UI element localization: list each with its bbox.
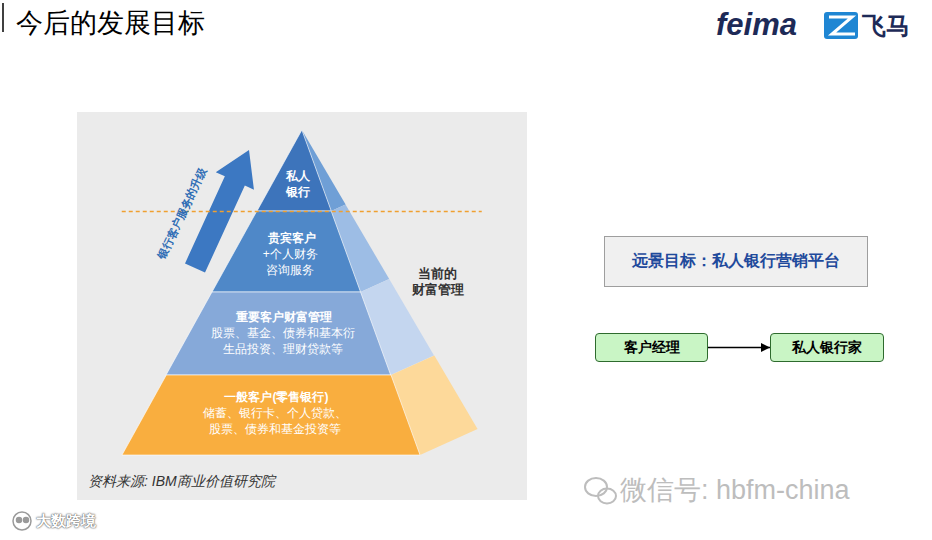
flow-arrow [708,347,770,349]
page-title: 今后的发展目标 [16,5,205,41]
tier-face [122,375,420,455]
tier-face [166,292,391,375]
box-label: 远景目标：私人银行营销平台 [632,251,840,272]
tier-heading: 私人 银行 [283,168,312,200]
pyramid-tier: 重要客户财富管理股票、基金、债券和基本衍 生品投资、理财贷款等 [166,292,391,375]
logo-chinese: 飞马 [862,11,910,41]
tier-face [212,211,361,292]
role-box: 客户经理 [595,333,708,362]
tier-heading: 一般客户(零售银行) [210,389,342,405]
pyramid-tier: 私人 银行 [257,130,331,211]
role-box: 私人银行家 [770,333,884,362]
tier-body: 股票、基金、债券和基本衍 生品投资、理财贷款等 [209,325,357,357]
side-note: 当前的 财富管理 [411,266,464,299]
tier-face [257,130,331,211]
box-label: 私人银行家 [792,339,862,357]
goal-box: 远景目标：私人银行营销平台 [604,236,868,287]
pyramid-tier: 贵宾客户+个人财务 咨询服务 [212,211,361,292]
figure-panel [77,112,527,500]
source-note: 资料来源: IBM商业价值研究院 [88,473,275,491]
tier-body: +个人财务 咨询服务 [259,246,321,278]
tier-body: 储蓄、银行卡、个人贷款、 股票、债券和基金投资等 [201,405,349,437]
pyramid-tier: 一般客户(零售银行)储蓄、银行卡、个人贷款、 股票、债券和基金投资等 [122,375,420,455]
watermark: 大数跨境 [36,512,96,531]
watermark: 微信号: hbfm-china [620,474,850,508]
tier-heading: 贵宾客户 [256,230,328,246]
logo-wordmark: feima [716,6,797,45]
logo-mark [824,12,858,39]
wechat-icon [585,478,616,504]
title-bar [2,3,4,32]
watermark-icon [13,512,31,530]
tier-heading: 重要客户财富管理 [218,309,350,325]
box-label: 客户经理 [624,339,680,357]
